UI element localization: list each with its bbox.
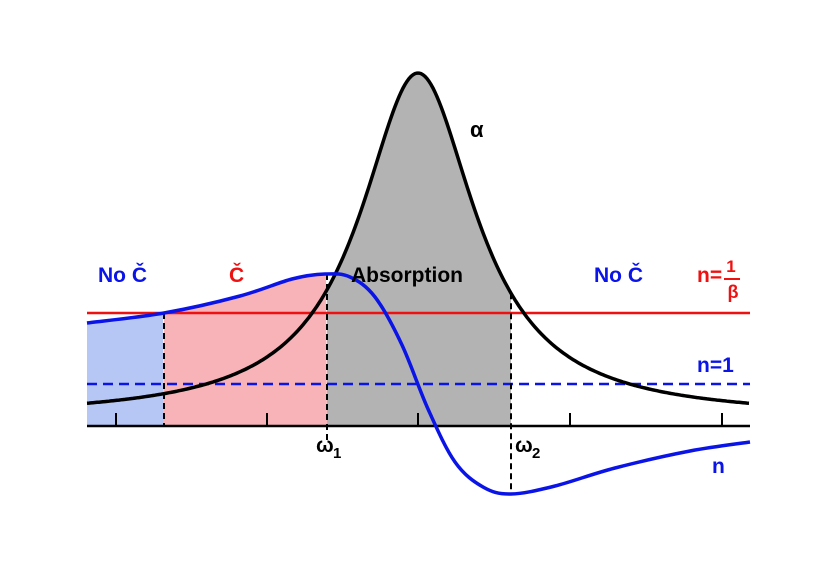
axis-ticks xyxy=(115,413,723,426)
threshold-label-numerator: 1 xyxy=(726,257,735,276)
absorption-region-fill xyxy=(327,73,511,426)
vacuum-index-label: n=1 xyxy=(697,354,734,377)
no-cherenkov-right-label: No Č xyxy=(594,263,643,287)
n-curve-label: n xyxy=(712,455,725,478)
cherenkov-region-fill xyxy=(164,274,327,426)
omega1-symbol: ω xyxy=(316,434,334,457)
no-cherenkov-region-fill xyxy=(87,313,164,426)
omega2-symbol: ω xyxy=(515,434,533,457)
omega2-label: ω 2 xyxy=(515,434,540,462)
threshold-label-prefix: n= xyxy=(697,264,722,287)
threshold-index-label: n= 1 β xyxy=(697,257,740,302)
omega1-subscript: 1 xyxy=(333,445,341,462)
absorption-coefficient-curve xyxy=(86,71,750,405)
threshold-label-denominator: β xyxy=(728,282,739,302)
omega2-subscript: 2 xyxy=(532,445,540,462)
omega1-label: ω 1 xyxy=(316,434,341,462)
cherenkov-label: Č xyxy=(229,263,244,287)
refractive-index-curve xyxy=(86,272,751,496)
alpha-curve-label: α xyxy=(470,117,484,142)
absorption-label: Absorption xyxy=(351,264,463,287)
no-cherenkov-left-label: No Č xyxy=(98,263,147,287)
